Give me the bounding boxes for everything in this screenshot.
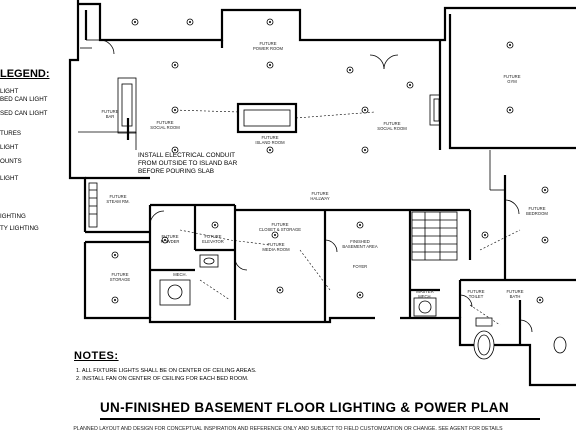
legend-item: TY LIGHTING: [0, 225, 39, 232]
legend-item: BED CAN LIGHT: [0, 96, 48, 103]
island-counter: [236, 102, 298, 134]
legend-item: IGHTING: [0, 213, 26, 220]
plan-title: UN-FINISHED BASEMENT FLOOR LIGHTING & PO…: [100, 400, 509, 415]
light-fixtures: [111, 18, 549, 304]
note-item: 1. ALL FIXTURE LIGHTS SHALL BE ON CENTER…: [76, 368, 257, 374]
legend-item: LIGHT: [0, 88, 19, 95]
legend-item: SED CAN LIGHT: [0, 110, 48, 117]
legend-item: LIGHT: [0, 175, 19, 182]
disclaimer-text: PLANNED LAYOUT AND DESIGN FOR CONCEPTUAL…: [73, 426, 503, 432]
interior-walls: [85, 40, 576, 345]
exterior-walls: [68, 0, 576, 387]
steam-room-bench: [88, 182, 98, 228]
legend-item: OUNTS: [0, 158, 22, 165]
conduit-callout: INSTALL ELECTRICAL CONDUIT FROM OUTSIDE …: [138, 152, 239, 175]
wiring-runs: [171, 109, 521, 326]
conduit-leader: [78, 118, 137, 150]
legend-item: LIGHT: [0, 144, 19, 151]
room-label-foyer: FOYER: [353, 264, 367, 269]
legend-item: TURES: [0, 130, 21, 137]
staircase: [411, 211, 458, 261]
room-label-mech: MECH.: [173, 272, 187, 277]
note-item: 2. INSTALL FAN ON CENTER OF CEILING FOR …: [76, 376, 249, 382]
fireplace: [429, 94, 441, 126]
notes-title: NOTES:: [74, 350, 119, 362]
doors: [99, 39, 533, 333]
title-underline: [100, 418, 540, 420]
plumbing-fixtures: [159, 254, 567, 360]
legend-title: LEGEND:: [0, 68, 50, 80]
